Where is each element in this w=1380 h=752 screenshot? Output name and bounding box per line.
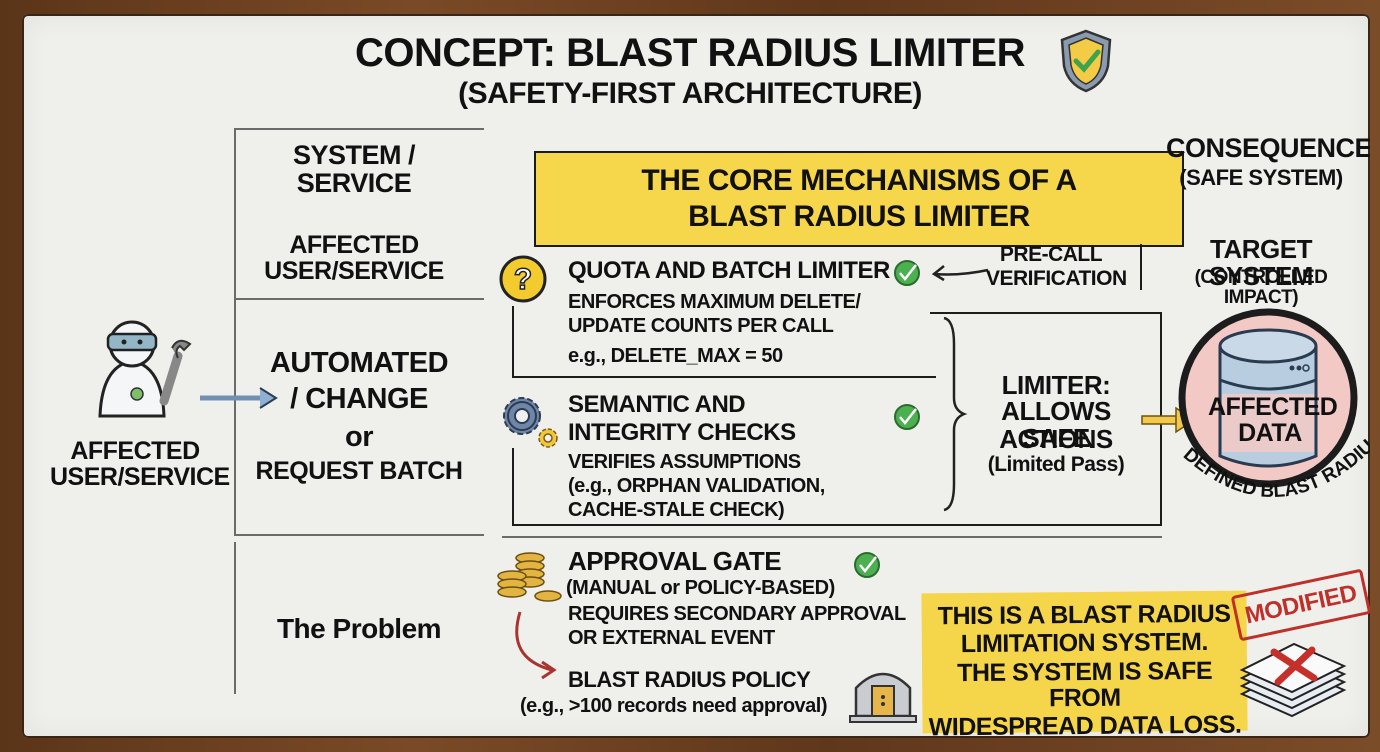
shield-check-icon	[1060, 29, 1112, 93]
summary-line4: WIDESPREAD DATA LOSS.	[928, 710, 1242, 738]
question-icon: ?	[499, 255, 547, 303]
actor-label: AFFECTED USER/SERVICE	[50, 437, 230, 492]
mechanism-semantic-title-1: SEMANTIC AND	[568, 391, 746, 418]
request-line4: REQUEST BATCH	[255, 457, 463, 485]
mechanism-approval-desc-2: OR EXTERNAL EVENT	[568, 627, 775, 649]
mechanism-semantic-title-2: INTEGRITY CHECKS	[568, 419, 796, 446]
brace-icon	[943, 316, 968, 512]
blast-radius-policy-title: BLAST RADIUS POLICY	[568, 667, 811, 692]
mechanism-approval-desc-1: REQUIRES SECONDARY APPROVAL	[568, 603, 906, 625]
svg-text:DEFINED BLAST RADIUS: DEFINED BLAST RADIUS	[1156, 378, 1370, 502]
pre-call-line2: VERIFICATION	[986, 267, 1127, 290]
affected-user-service-header: AFFECTED USER/SERVICE	[264, 231, 444, 286]
blast-radius-icon	[1178, 308, 1358, 488]
request-line3: or	[345, 421, 374, 453]
page-title: CONCEPT: BLAST RADIUS LIMITER	[355, 31, 1025, 75]
target-system-subheader: (CONTROLLED IMPACT)	[1194, 267, 1328, 308]
check-icon	[894, 260, 920, 286]
request-arrow-icon	[200, 387, 278, 409]
mechanism-quota-title: QUOTA AND BATCH LIMITER	[568, 257, 890, 284]
affected-data-line1: AFFECTED	[1208, 393, 1338, 421]
mechanism-approval-subtitle: (MANUAL or POLICY-BASED)	[566, 577, 835, 599]
whiteboard: CONCEPT: BLAST RADIUS LIMITER (SAFETY-FI…	[22, 14, 1370, 738]
affected-data-line2: DATA	[1238, 419, 1302, 447]
core-banner-line2: BLAST RADIUS LIMITER	[688, 199, 1030, 233]
vault-gate-icon	[849, 672, 917, 723]
mechanism-semantic-desc-3: CACHE-STALE CHECK)	[568, 499, 785, 521]
blast-radius-policy-example: (e.g., >100 records need approval)	[520, 695, 828, 717]
summary-line1: THIS IS A BLAST RADIUS	[937, 599, 1231, 631]
mechanism-semantic-desc-2: (e.g., ORPHAN VALIDATION,	[568, 475, 825, 497]
consequence-subheader: (SAFE SYSTEM)	[1179, 165, 1343, 190]
robot-icon	[98, 320, 192, 418]
mechanism-quota-desc-2: UPDATE COUNTS PER CALL	[568, 315, 834, 337]
mechanism-approval-title: APPROVAL GATE	[568, 546, 782, 576]
summary-note: THIS IS A BLAST RADIUS LIMITATION SYSTEM…	[921, 590, 1248, 738]
defined-blast-radius-label: DEFINED BLAST RADIUS	[1156, 378, 1370, 502]
target-system-header: TARGET SYSTEM	[1209, 234, 1313, 292]
coins-icon	[497, 552, 562, 602]
document-stack-icon	[1239, 642, 1347, 718]
mechanism-quota-desc-1: ENFORCES MAXIMUM DELETE/	[568, 291, 861, 313]
limiter-line1: LIMITER:	[1001, 370, 1111, 400]
pre-call-line1: PRE-CALL	[999, 243, 1103, 266]
summary-line3: THE SYSTEM IS SAFE FROM	[956, 656, 1213, 713]
request-line2: / CHANGE	[290, 383, 428, 415]
page-subtitle: (SAFETY-FIRST ARCHITECTURE)	[458, 77, 922, 110]
limiter-line4: (Limited Pass)	[987, 453, 1125, 476]
core-mechanisms-banner: THE CORE MECHANISMS OF A BLAST RADIUS LI…	[534, 151, 1184, 247]
check-icon	[854, 552, 880, 578]
system-service-header: SYSTEM / SERVICE	[292, 140, 416, 199]
curved-arrow-icon	[515, 611, 557, 680]
check-icon	[894, 404, 920, 430]
limiter-line2: ALLOWS SAFE	[1001, 396, 1111, 454]
pre-call-arrow-icon	[931, 265, 989, 282]
problem-label: The Problem	[276, 613, 442, 644]
summary-line2: LIMITATION SYSTEM.	[960, 628, 1208, 659]
core-banner-line1: THE CORE MECHANISMS OF A	[641, 164, 1077, 197]
request-line1: AUTOMATED	[269, 347, 449, 379]
mechanism-semantic-desc-1: VERIFIES ASSUMPTIONS	[568, 451, 801, 473]
mechanism-quota-example: e.g., DELETE_MAX = 50	[568, 345, 783, 367]
consequence-header: CONSEQUENCE	[1166, 133, 1370, 163]
limiter-line3: ACTIONS	[999, 424, 1113, 454]
svg-text:?: ?	[514, 263, 532, 296]
gears-icon	[503, 397, 558, 448]
